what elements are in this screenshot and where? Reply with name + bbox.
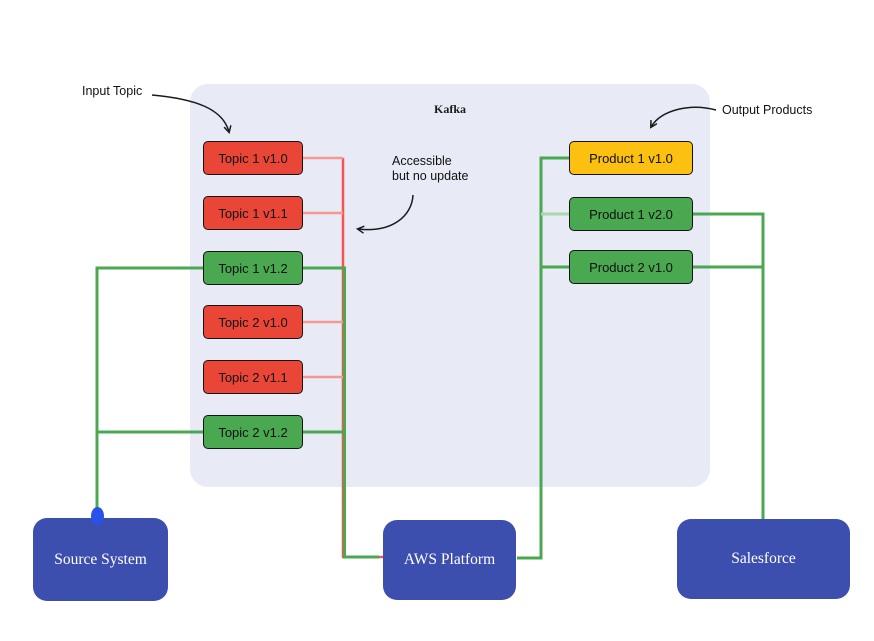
wire-green-source-loop [95,266,203,510]
topic-node-2-v1-2: Topic 2 v1.2 [203,415,303,449]
wire-green-products-to-salesforce [693,212,765,520]
system-node-salesforce: Salesforce [677,519,850,599]
topic-node-1-v1-1: Topic 1 v1.1 [203,196,303,230]
accessible-note-annotation: Accessible but no update [392,154,469,183]
accessible-note-arrow [358,194,414,230]
input-topic-arrow [151,94,229,132]
output-products-annotation: Output Products [722,103,813,117]
wire-red-trunk-to-aws [341,158,383,559]
product-node-1-v2-0: Product 1 v2.0 [569,197,693,231]
topic-node-1-v1-2: Topic 1 v1.2 [203,251,303,285]
topic-node-2-v1-1: Topic 2 v1.1 [203,360,303,394]
kafka-container-label: Kafka [433,102,466,116]
input-topic-annotation: Input Topic [82,84,143,98]
topic-node-2-v1-0: Topic 2 v1.0 [203,305,303,339]
wire-green-aws-to-products [517,156,569,560]
system-node-aws-platform: AWS Platform [383,520,516,600]
system-node-source-system: Source System [33,518,168,601]
source-junction-dot [91,507,104,525]
product-node-2-v1-0: Product 2 v1.0 [569,250,693,284]
wire-green-topics-to-aws [303,266,379,559]
output-products-arrow [651,106,717,127]
topic-node-1-v1-0: Topic 1 v1.0 [203,141,303,175]
product-node-1-v1-0: Product 1 v1.0 [569,141,693,175]
